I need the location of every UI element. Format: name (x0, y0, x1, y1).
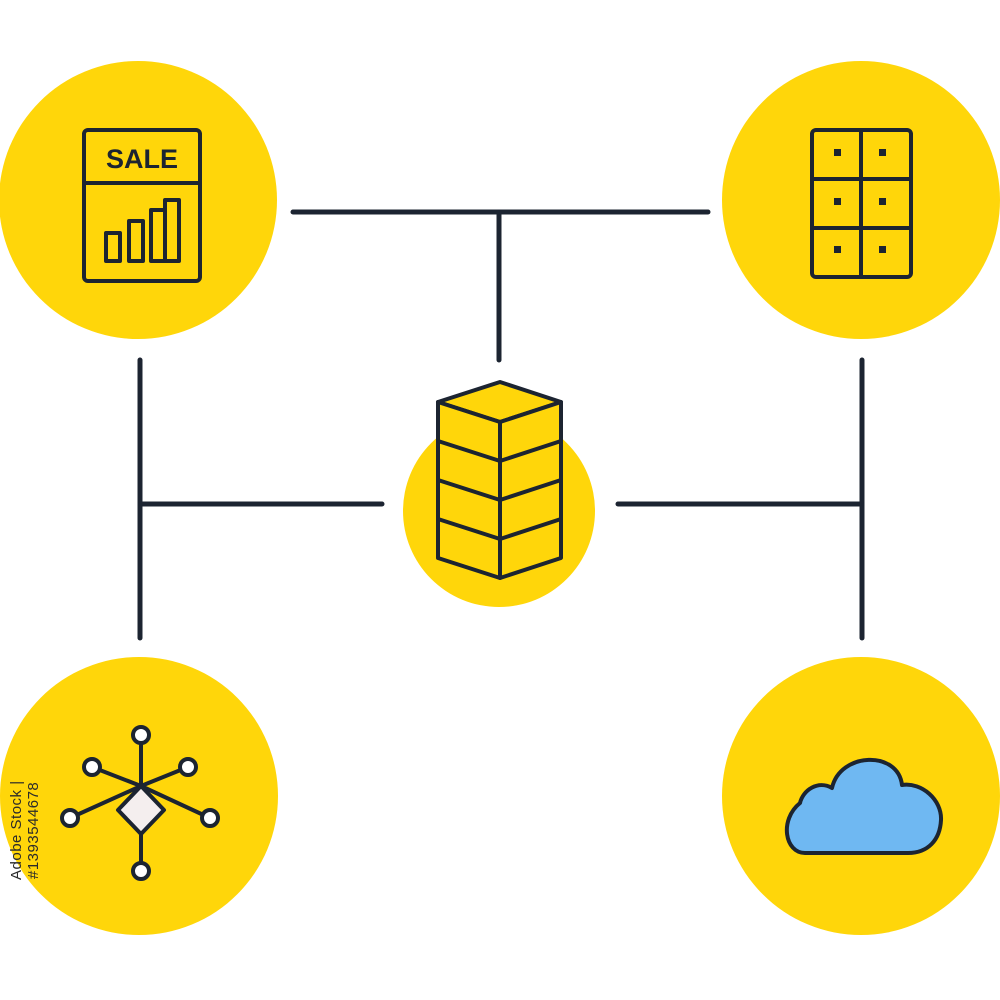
stacked-database-icon (436, 380, 563, 580)
connectors (137, 209, 865, 641)
cloud-icon (784, 757, 944, 855)
sales-report-icon (82, 128, 202, 283)
cabinet-dots (834, 149, 886, 253)
node-top-right (722, 61, 1000, 339)
grid-cabinet-icon (810, 128, 913, 279)
node-circle (0, 61, 277, 339)
node-center (403, 380, 595, 607)
node-bottom-left (0, 657, 278, 935)
sale-label: SALE (106, 144, 178, 174)
network-hub-icon (60, 725, 220, 881)
node-top-left: SALE (0, 61, 277, 339)
node-bottom-right (722, 657, 1000, 935)
stock-id-watermark: Adobe Stock | #1393544678 (8, 780, 42, 880)
